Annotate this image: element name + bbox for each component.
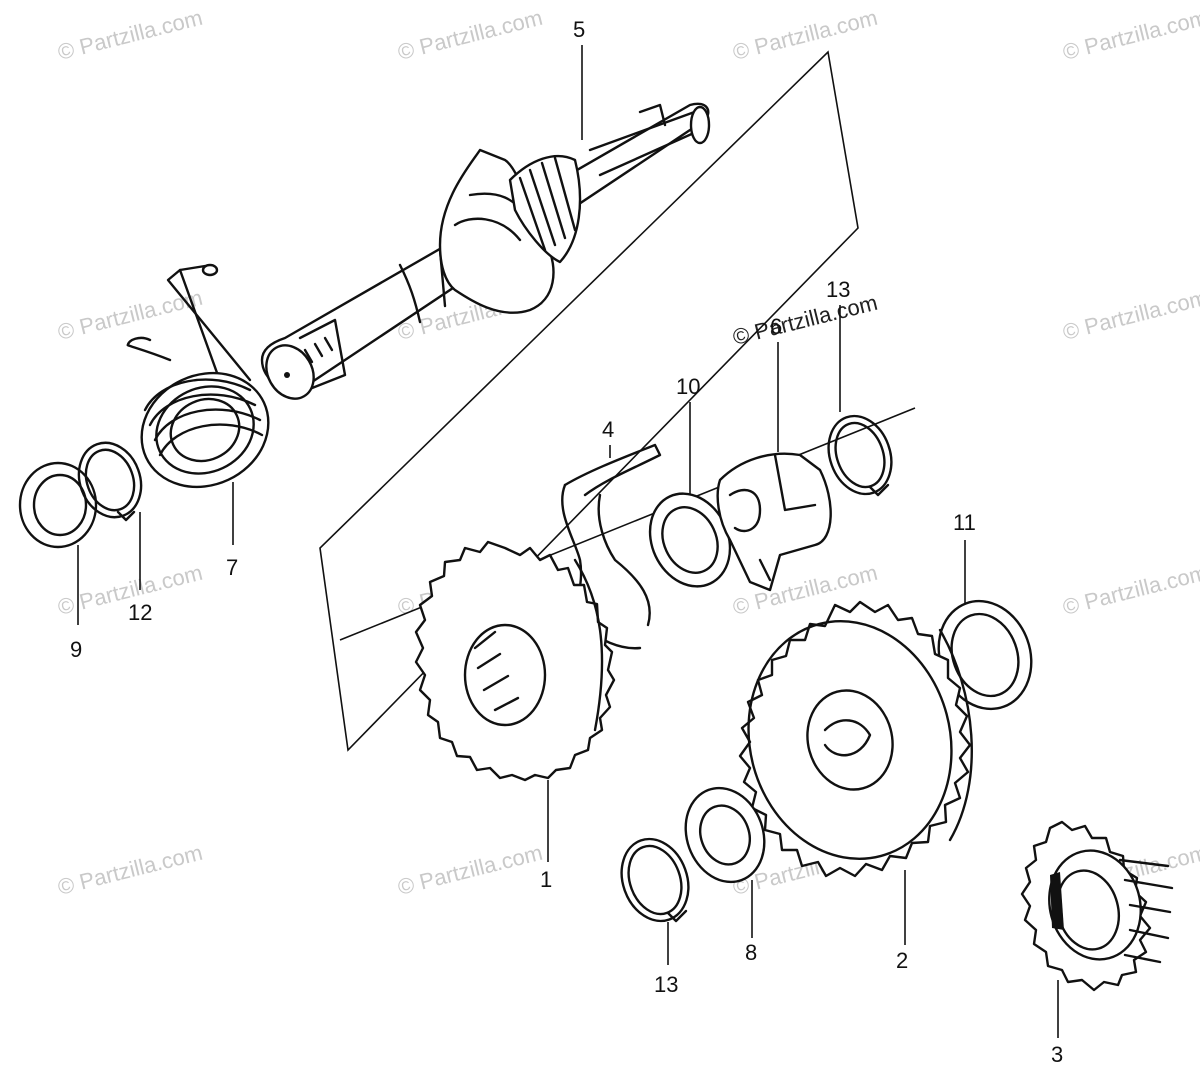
callout-13-upper: 13 xyxy=(826,277,850,302)
callout-11: 11 xyxy=(953,510,976,535)
watermark: © Partzilla.com xyxy=(395,5,545,65)
leader-lines xyxy=(77,45,1059,1038)
assembly-frame xyxy=(319,50,859,752)
kick-idle-gear xyxy=(738,600,973,878)
kick-drive-gear xyxy=(1020,820,1174,992)
callout-12: 12 xyxy=(128,600,152,625)
washer-10 xyxy=(648,492,732,588)
circlip-12 xyxy=(77,441,143,522)
washer-9 xyxy=(18,461,98,549)
callout-6: 6 xyxy=(770,314,782,339)
kick-starter-spindle xyxy=(260,102,711,400)
callout-3: 3 xyxy=(1051,1042,1063,1067)
watermark-dark: © Partzilla.com xyxy=(730,290,880,350)
thrust-washer-8 xyxy=(684,786,766,884)
watermark: © Partzilla.com xyxy=(1060,560,1200,620)
watermark: © Partzilla.com xyxy=(55,285,205,345)
watermark: © Partzilla.com xyxy=(1060,285,1200,345)
circlip-13-upper xyxy=(827,414,893,497)
watermark: © Partzilla.com xyxy=(730,5,880,65)
return-spring xyxy=(126,263,270,489)
callout-13-lower: 13 xyxy=(654,972,678,997)
watermark: © Partzilla.com xyxy=(55,5,205,65)
callout-9: 9 xyxy=(70,637,82,662)
callout-8: 8 xyxy=(745,940,757,965)
callout-10: 10 xyxy=(676,374,700,399)
callout-5: 5 xyxy=(573,17,585,42)
watermark: © Partzilla.com xyxy=(395,840,545,900)
ratchet-guide xyxy=(716,452,832,592)
callout-2: 2 xyxy=(896,948,908,973)
callout-7: 7 xyxy=(226,555,238,580)
callout-labels: 5 7 12 9 4 10 6 13 11 1 2 8 13 3 xyxy=(70,17,1063,1067)
circlip-13-lower xyxy=(620,837,690,923)
callout-1: 1 xyxy=(540,867,552,892)
callout-4: 4 xyxy=(602,417,614,442)
watermark: © Partzilla.com xyxy=(1060,5,1200,65)
kick-pinion-gear xyxy=(414,540,616,782)
watermark: © Partzilla.com xyxy=(55,840,205,900)
